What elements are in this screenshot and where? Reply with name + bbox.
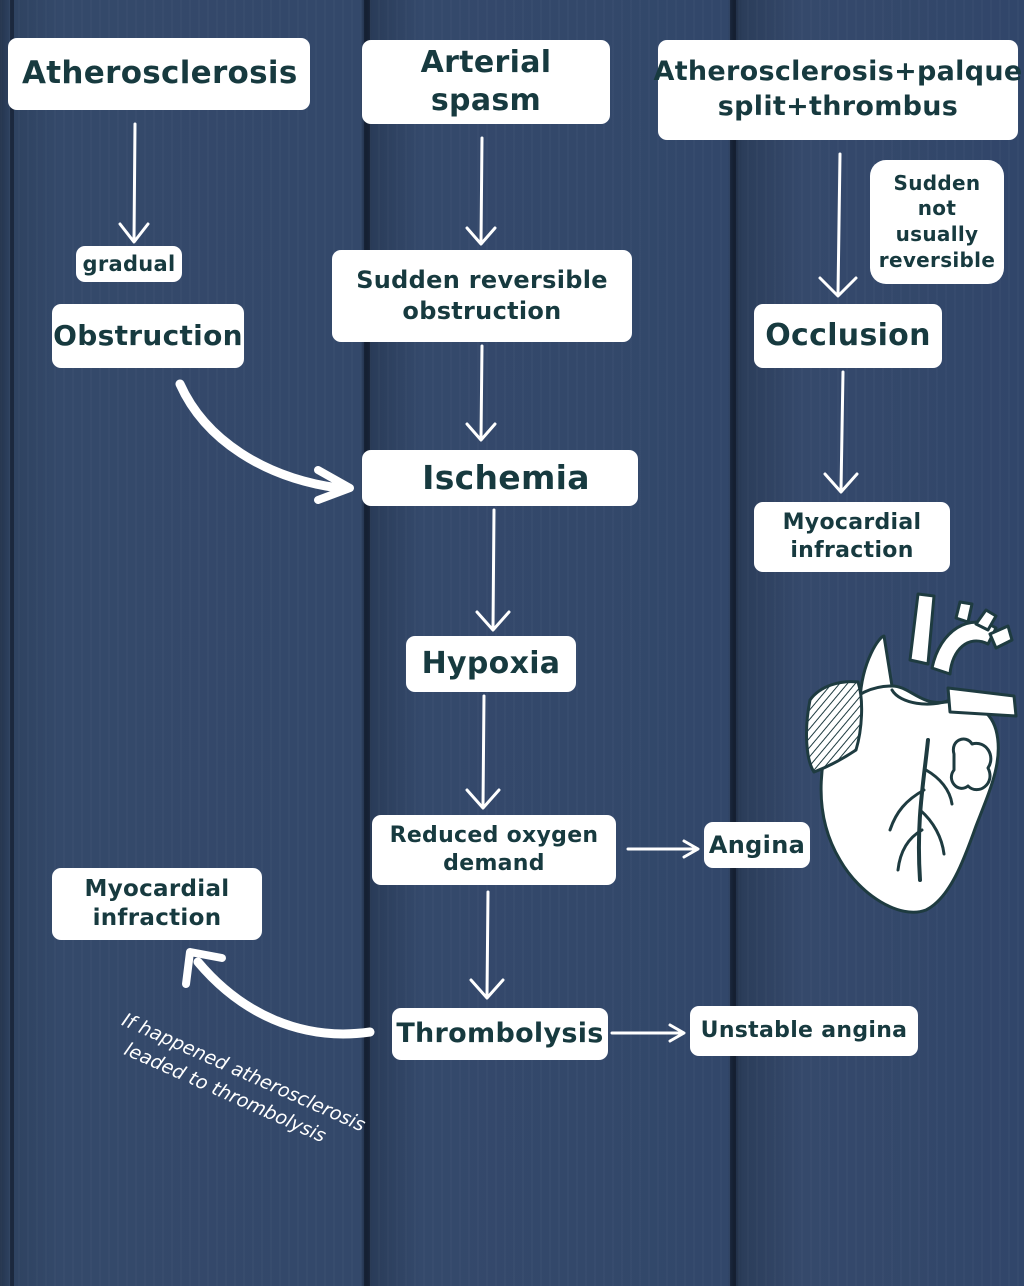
arrow-plaque-to-occlusion [836,152,842,296]
node-atherosclerosis: Atherosclerosis [8,38,310,110]
heart-illustration-icon [805,592,1018,914]
arrowhead [682,839,700,859]
node-arterial-spasm: Arterial spasm [362,40,610,124]
arrowhead [823,472,859,494]
arrowhead [475,610,511,632]
arrow-hypoxia-to-reduced [481,694,486,808]
arrow-sudden-to-ischemia [479,344,484,440]
arrowhead [118,222,150,244]
arrowhead [818,276,858,298]
arrow-obstruction-to-ischemia [175,379,343,493]
node-occlusion: Occlusion [754,304,942,368]
node-myocardial-infraction-left: Myocardial infraction [52,868,262,940]
arrowhead [314,466,354,504]
node-obstruction: Obstruction [52,304,244,368]
plank-seam [364,0,370,1286]
arrow-thrombolysis-to-mi [193,957,375,1039]
arrowhead [182,948,226,988]
arrow-reduced-to-thrombolysis [485,890,490,998]
node-thrombolysis: Thrombolysis [392,1008,608,1060]
arrowhead [465,788,501,810]
plank-seam [10,0,14,1286]
node-hypoxia: Hypoxia [406,636,576,692]
arrow-athero-to-gradual [132,122,137,242]
node-atherosclerosis-plaque-thrombus: Atherosclerosis+palque split+thrombus [654,40,1022,140]
node-myocardial-infraction-right: Myocardial infraction [754,502,950,572]
node-ischemia: Ischemia [362,450,638,506]
arrowhead [465,422,497,442]
arrowhead [465,226,497,246]
arrowhead [668,1023,686,1043]
node-reduced-oxygen-demand: Reduced oxygen demand [372,815,616,885]
arrow-ischemia-to-hypoxia [491,508,496,630]
plank-seam [730,0,736,1286]
node-unstable-angina: Unstable angina [690,1006,918,1056]
arrowhead [469,978,505,1000]
arrow-spasm-to-sudden [479,136,484,244]
node-sudden-reversible-obstruction: Sudden reversible obstruction [332,250,632,342]
node-angina: Angina [704,822,810,868]
label-gradual: gradual [76,246,182,282]
arrow-occlusion-to-mi [839,370,845,492]
label-sudden-not-reversible: Sudden not usually reversible [870,160,1004,284]
